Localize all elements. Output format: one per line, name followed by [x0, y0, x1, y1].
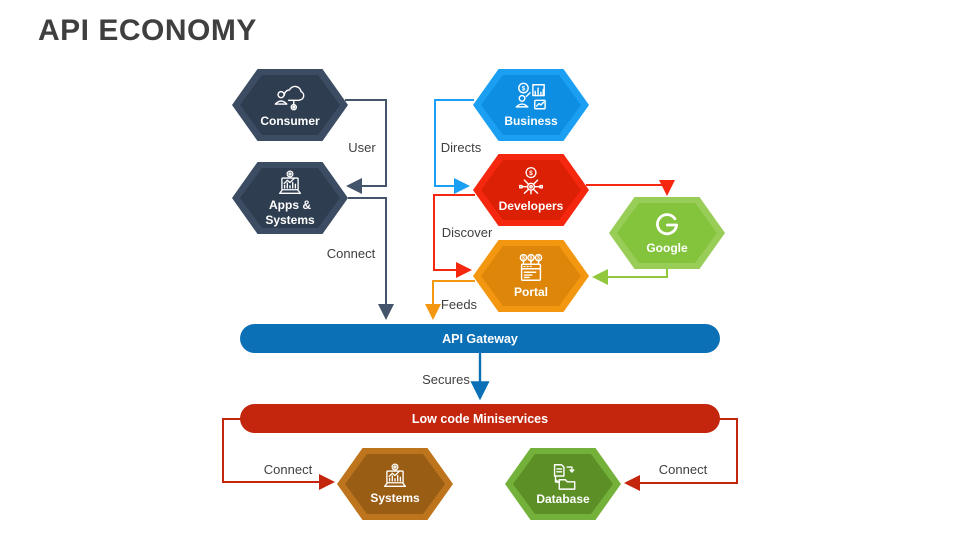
arrow-developers-google	[586, 180, 675, 196]
business-analytics-icon: $	[515, 83, 546, 110]
hex-fill	[513, 454, 613, 514]
svg-text:$: $	[530, 256, 533, 262]
low-code-label: Low code Miniservices	[411, 411, 549, 426]
svg-text:$: $	[537, 256, 540, 262]
arrow-feeds	[425, 280, 475, 320]
hex-fill	[240, 75, 340, 135]
svg-text:$: $	[522, 256, 525, 262]
node-consumer: Consumer	[232, 69, 348, 141]
node-developers: $ Developers	[473, 154, 589, 226]
documents-folder-icon	[553, 464, 576, 491]
svg-text:$: $	[522, 86, 526, 93]
laptop-chart-icon	[383, 463, 407, 488]
arrow-discover	[433, 194, 475, 278]
node-label: Consumer	[260, 114, 320, 129]
node-label: Google	[646, 241, 688, 256]
arrow-google-portal	[592, 267, 668, 285]
node-label: Apps &	[269, 197, 311, 212]
coin-circuit-icon: $	[518, 167, 544, 195]
edge-label-feeds: Feeds	[440, 297, 478, 312]
node-label: Portal	[513, 285, 548, 300]
node-apps-systems: Apps & Systems	[232, 162, 348, 234]
api-gateway-label: API Gateway	[442, 331, 518, 346]
low-code-miniservices-bar: Low code Miniservices	[240, 404, 720, 433]
svg-text:$: $	[529, 170, 533, 177]
node-portal: $ $ $ Portal	[473, 240, 589, 312]
laptop-chart-icon	[278, 170, 302, 194]
edge-label-connect-right: Connect	[658, 462, 708, 477]
browser-coins-icon: $ $ $	[519, 254, 543, 282]
edge-label-user: User	[348, 140, 376, 155]
google-g-icon	[656, 213, 678, 236]
edge-label-secures: Secures	[422, 372, 470, 387]
node-business: $ Business	[473, 69, 589, 141]
arrow-user	[345, 99, 387, 194]
node-google: Google	[609, 197, 725, 269]
arrow-connect-database	[624, 418, 738, 491]
node-database: Database	[505, 448, 621, 520]
edge-label-connect-left: Connect	[263, 462, 313, 477]
hex-fill	[481, 75, 581, 135]
arrow-connect-systems	[222, 418, 335, 490]
edge-label-discover: Discover	[441, 225, 493, 240]
node-label: Business	[504, 114, 558, 129]
node-systems: Systems	[337, 448, 453, 520]
arrow-connect-gateway	[348, 197, 394, 320]
node-label: Systems	[370, 491, 420, 506]
edge-label-connect: Connect	[326, 246, 376, 261]
person-cloud-icon	[274, 86, 305, 111]
page-title: API ECONOMY	[38, 14, 257, 47]
node-label: Systems	[265, 213, 315, 227]
edge-label-directs: Directs	[440, 140, 482, 155]
api-gateway-bar: API Gateway	[240, 324, 720, 353]
node-label: Database	[536, 492, 590, 507]
node-label: Developers	[498, 199, 564, 214]
arrow-directs	[434, 99, 474, 194]
